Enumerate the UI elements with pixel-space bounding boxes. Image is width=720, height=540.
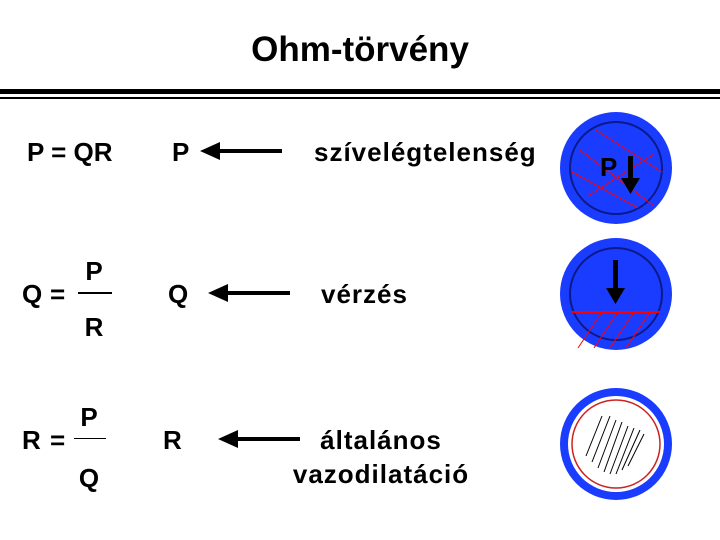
formula-equals: =: [50, 279, 66, 309]
param-label-r: R: [163, 425, 182, 455]
cause-vasodilation-line-2: vazodilatáció: [292, 459, 470, 489]
left-arrow-icon: [200, 142, 282, 160]
formula-denominator: Q: [78, 463, 100, 493]
vessel-cross-section-icon: [560, 388, 672, 500]
param-label-p: P: [172, 137, 190, 167]
left-arrow-icon: [208, 284, 290, 302]
formula-equals: =: [50, 425, 66, 455]
formula-lhs-q: Q: [22, 279, 43, 309]
cause-heart-failure: szívelégtelenség: [314, 137, 537, 167]
fraction-bar: [74, 438, 106, 439]
param-label-q: Q: [168, 279, 189, 309]
vessel-cross-section-icon: [560, 238, 672, 350]
title-rule-thin: [0, 97, 720, 99]
formula-numerator: P: [85, 256, 103, 286]
title-rule-thick: [0, 89, 720, 94]
formula-numerator: P: [80, 402, 98, 432]
fraction-bar: [78, 292, 112, 294]
cause-bleeding: vérzés: [321, 279, 408, 309]
cause-vasodilation-line-1: általános: [320, 425, 442, 455]
pressure-letter: P: [600, 152, 617, 182]
slide-title: Ohm-törvény: [251, 30, 469, 69]
left-arrow-icon: [218, 430, 300, 448]
pressure-down-arrow-icon: [606, 260, 625, 304]
vessel-cross-section-icon: P: [560, 112, 672, 224]
formula-denominator: R: [84, 312, 104, 342]
formula-p-equals-qr: P = QR: [27, 137, 113, 167]
formula-lhs-r: R: [22, 425, 41, 455]
pressure-down-arrow-icon: [621, 156, 640, 194]
